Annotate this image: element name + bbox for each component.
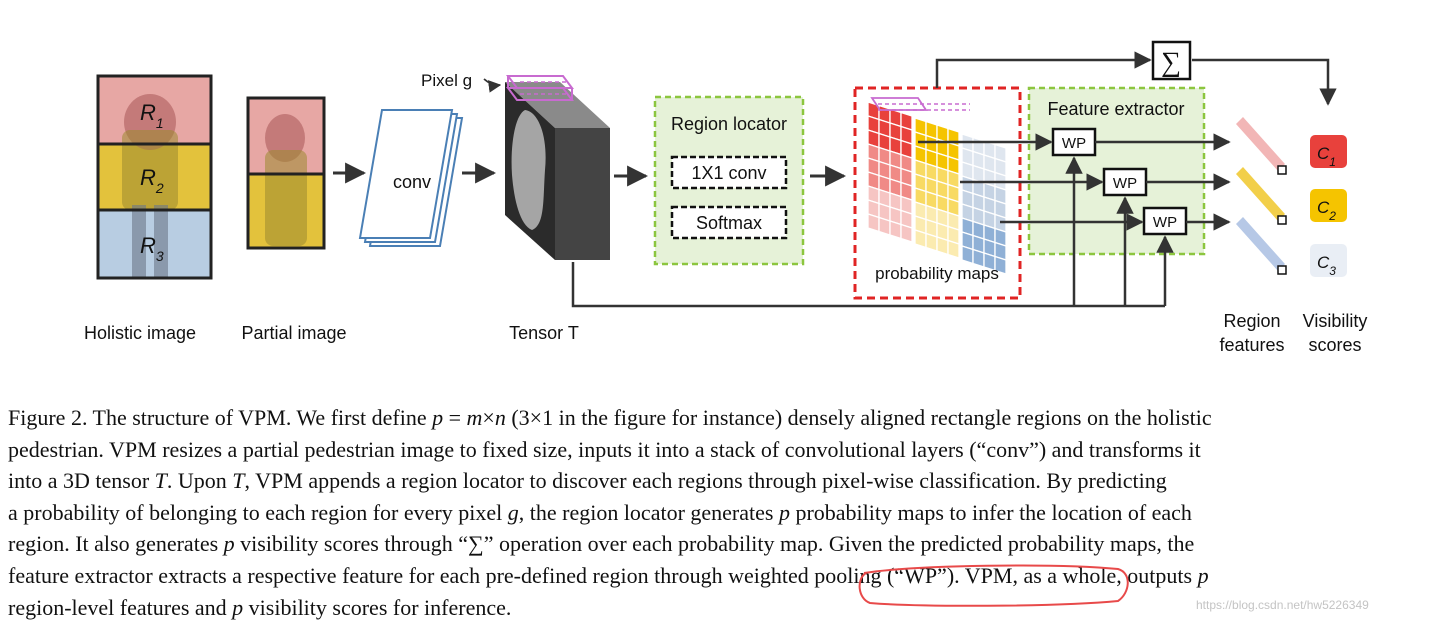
caption-line: region-level features and p visibility s…	[8, 594, 512, 620]
region-locator	[653, 95, 805, 266]
probability-map-cell	[925, 232, 938, 252]
probability-map-cell	[961, 245, 974, 265]
handwritten-highlight	[858, 564, 1129, 607]
pixel-g-label: Pixel g	[421, 71, 472, 90]
probability-map-cell	[889, 220, 902, 240]
feature-extractor-title: Feature extractor	[1047, 99, 1184, 119]
visibility-score-boxes	[1310, 135, 1347, 277]
caption-line: pedestrian. VPM resizes a partial pedest…	[8, 436, 1201, 462]
probability-map-cell	[914, 229, 927, 249]
region-locator-title: Region locator	[671, 114, 787, 134]
partial-image	[246, 96, 326, 250]
op-softmax: Softmax	[696, 213, 762, 233]
probability-maps-label: probability maps	[875, 264, 999, 283]
vpm-architecture-diagram: R1 R2 R3 Holistic image Partial image co…	[84, 40, 1368, 355]
tensor-t-label: Tensor T	[509, 323, 579, 343]
region-label-r1-sub: 1	[156, 115, 164, 131]
holistic-image: R1 R2 R3	[96, 74, 213, 280]
probability-map-cell	[994, 255, 1007, 275]
caption-line: region. It also generates p visibility s…	[8, 531, 1195, 557]
region-features	[1236, 117, 1287, 275]
tensor-t	[505, 82, 610, 260]
partial-image-label: Partial image	[241, 323, 346, 343]
sum-connection	[935, 51, 1337, 106]
wp-to-feature-arrows	[1095, 133, 1231, 231]
caption-line: feature extractor extracts a respective …	[8, 562, 1209, 588]
visibility-scores-label-2: scores	[1308, 335, 1361, 355]
probability-map-cell	[936, 236, 949, 256]
probability-map-cell	[900, 223, 913, 243]
caption-line: a probability of belonging to each regio…	[8, 499, 1192, 525]
tensor-skip-connection	[571, 156, 1174, 308]
prob-map-pixel-marker	[870, 97, 970, 111]
region-label-r2-sub: 2	[155, 180, 164, 196]
region-features-label-1: Region	[1223, 311, 1280, 331]
visibility-scores-label-1: Visibility	[1303, 311, 1368, 331]
sum-operator	[1151, 40, 1192, 81]
caption-line: Figure 2. The structure of VPM. We first…	[8, 405, 1212, 430]
probability-map-cell	[878, 216, 891, 236]
probability-map-grids	[867, 101, 1007, 275]
pixel-g-marker	[506, 75, 574, 101]
caption-line: into a 3D tensor T. Upon T, VPM appends …	[8, 468, 1167, 494]
conv-label: conv	[393, 172, 431, 192]
wp-label-2: WP	[1113, 175, 1137, 192]
region-label-r3-sub: 3	[156, 248, 164, 264]
figure-caption: Figure 2. The structure of VPM. We first…	[8, 402, 1426, 623]
op-1x1-conv: 1X1 conv	[691, 163, 766, 183]
probability-map-cell	[947, 239, 960, 259]
pixel-g-pointer	[483, 78, 502, 93]
probability-map-cell	[867, 213, 880, 233]
wp-blocks	[1051, 127, 1188, 236]
conv-layers	[358, 109, 464, 247]
map-to-wp-arrows	[918, 133, 1144, 231]
region-features-label-2: features	[1219, 335, 1284, 355]
sum-symbol: ∑	[1161, 47, 1181, 78]
wp-label-3: WP	[1153, 214, 1177, 231]
wp-label-1: WP	[1062, 135, 1086, 152]
holistic-image-label: Holistic image	[84, 323, 196, 343]
watermark: https://blog.csdn.net/hw5226349	[1196, 598, 1369, 612]
